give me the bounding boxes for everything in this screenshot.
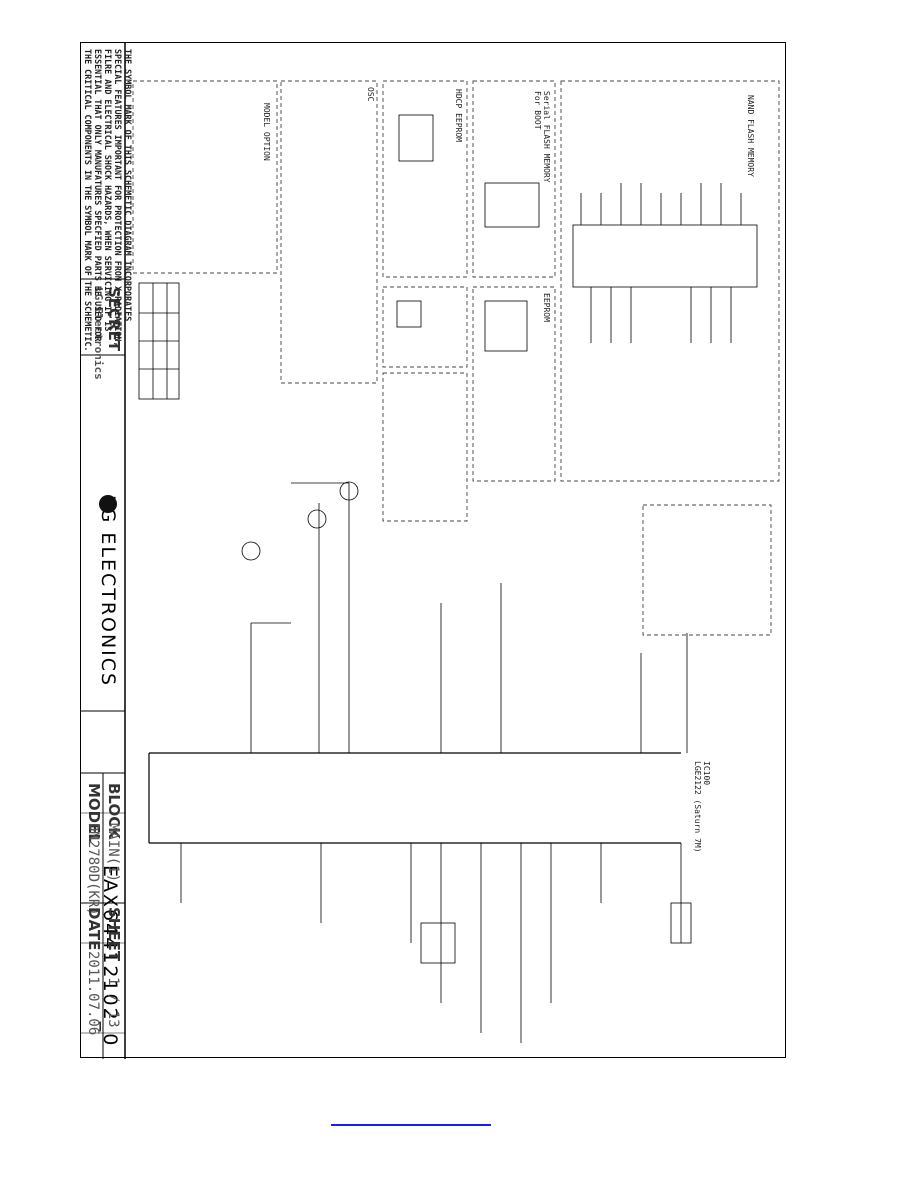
schematic-drawing (81, 43, 780, 1059)
footer-link-underline (331, 1124, 491, 1126)
date-value: 2011.07.06 (85, 951, 101, 1036)
serial-flash-caption: Serial FLASH MEMORY For BOOT (533, 91, 551, 183)
ic-caption: IC100 LGE2122 (Saturn 7M) (693, 761, 711, 853)
date-label: DATE (85, 907, 103, 951)
block-value: MAIN(1) (105, 823, 121, 883)
sheet-label: SHEET (105, 907, 123, 962)
footer-link[interactable] (331, 1124, 491, 1128)
safety-notes: THE SYMBOL MARK OF THIS SCHEMETIC DIAGRA… (83, 49, 133, 352)
company-name: LG ELECTRONICS (97, 495, 119, 688)
osc-caption: OSC (366, 87, 375, 102)
eeprom-caption: EEPROM (542, 293, 551, 322)
sheet-value: 1 / 13 (105, 977, 121, 1028)
model-value: DM2780D(KR) (85, 823, 101, 916)
schematic-sheet: EAX64412102_0 MODEL DM2780D(KR) DATE 201… (80, 42, 786, 1059)
lg-logo-icon (99, 495, 117, 513)
model-option-caption: MODEL OPTION (262, 103, 271, 161)
hdcp-caption: HDCP EEPROM (454, 89, 463, 142)
nand-caption: NAND FLASH MEMORY (746, 95, 755, 177)
